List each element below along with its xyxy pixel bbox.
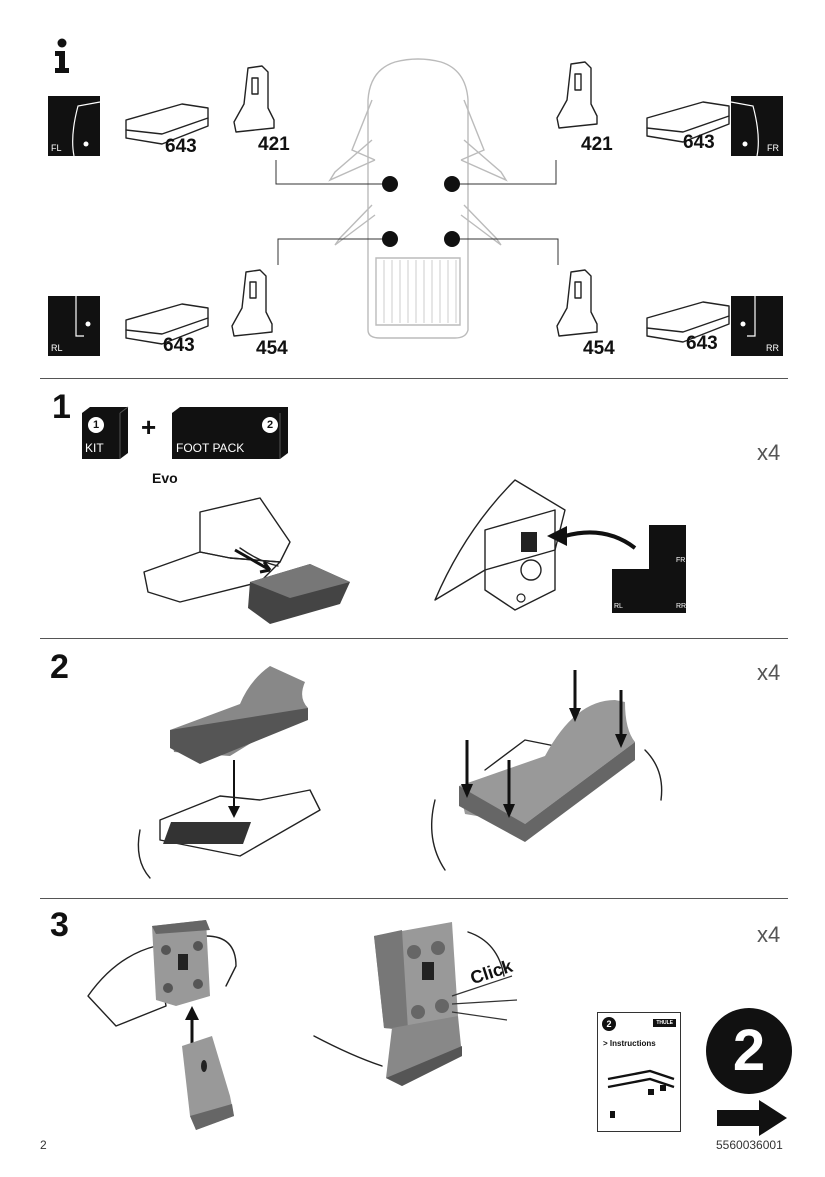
divider bbox=[40, 898, 788, 899]
next-step-badge: 2 bbox=[706, 1008, 792, 1094]
foot-rear-right-illustration bbox=[556, 269, 598, 337]
foot-front-right-illustration bbox=[556, 61, 598, 129]
pad-fl-illustration bbox=[125, 103, 209, 145]
booklet-roof-bars-icon bbox=[607, 1069, 675, 1095]
position-fl-label: FL bbox=[51, 143, 62, 153]
car-top-view-illustration bbox=[275, 58, 559, 339]
booklet-badge: 2 bbox=[602, 1017, 616, 1031]
part-number-pad-fr: 643 bbox=[683, 132, 715, 153]
kit-box-icon: 1 KIT bbox=[80, 405, 130, 459]
step-3-multiplier: x4 bbox=[757, 922, 781, 947]
divider bbox=[40, 378, 788, 379]
part-number-foot-front-left: 421 bbox=[258, 134, 290, 155]
step-1-position-grid: FR RL RR bbox=[612, 525, 686, 613]
instructions-booklet: 2 THULE > Instructions bbox=[597, 1012, 681, 1132]
position-fl-icon: FL bbox=[48, 96, 101, 157]
kit-label: KIT bbox=[85, 441, 104, 455]
foot-front-left-illustration bbox=[233, 65, 275, 133]
divider bbox=[40, 638, 788, 639]
position-rl-icon: RL bbox=[48, 296, 100, 356]
step-2-number: 2 bbox=[50, 648, 69, 686]
booklet-brand: THULE bbox=[653, 1019, 676, 1027]
step-1-foot-cover-illustration bbox=[143, 497, 350, 624]
plus-sign: + bbox=[141, 412, 157, 442]
step-2-pad-placement-illustration bbox=[137, 666, 321, 879]
document-number: 5560036001 bbox=[716, 1138, 783, 1152]
part-number-pad-rl: 643 bbox=[163, 335, 195, 356]
position-rr-label: RR bbox=[766, 343, 779, 353]
page-number: 2 bbox=[40, 1138, 47, 1152]
foot-pack-box-icon: 2 FOOT PACK bbox=[170, 405, 290, 459]
kit-badge: 1 bbox=[88, 417, 104, 433]
booklet-small-part-icon bbox=[610, 1111, 615, 1118]
step-3-foot-click-illustration bbox=[313, 922, 518, 1086]
step-1-position-rl: RL bbox=[614, 603, 623, 610]
part-number-foot-rear-left: 454 bbox=[256, 338, 288, 359]
part-number-pad-fl: 643 bbox=[165, 136, 197, 157]
foot-pack-label: FOOT PACK bbox=[176, 441, 245, 455]
step-1-multiplier: x4 bbox=[757, 440, 781, 465]
position-rr-icon: RR bbox=[731, 296, 783, 356]
step-1-foot-installed-illustration bbox=[434, 479, 637, 611]
step-1-position-rr: RR bbox=[676, 603, 687, 610]
position-fr-label: FR bbox=[767, 143, 779, 153]
step-2-pad-press-illustration bbox=[430, 670, 663, 871]
foot-pack-badge: 2 bbox=[262, 417, 278, 433]
position-rl-label: RL bbox=[51, 343, 63, 353]
step-1-position-fr: FR bbox=[676, 557, 686, 564]
next-arrow-icon bbox=[717, 1100, 787, 1136]
step-3-foot-insert-illustration bbox=[87, 920, 237, 1130]
pad-rr-illustration bbox=[646, 301, 730, 343]
step-3-number: 3 bbox=[50, 906, 69, 944]
foot-rear-left-illustration bbox=[231, 269, 273, 337]
step-1-number: 1 bbox=[52, 388, 71, 426]
pad-rl-illustration bbox=[125, 303, 209, 345]
position-fr-icon: FR bbox=[730, 96, 783, 157]
booklet-title: > Instructions bbox=[603, 1039, 656, 1048]
info-icon bbox=[52, 38, 72, 74]
part-number-foot-rear-right: 454 bbox=[583, 338, 615, 359]
part-number-pad-rr: 643 bbox=[686, 333, 718, 354]
evo-label: Evo bbox=[152, 470, 178, 486]
step-2-multiplier: x4 bbox=[757, 660, 781, 685]
part-number-foot-front-right: 421 bbox=[581, 134, 613, 155]
pad-fr-illustration bbox=[646, 101, 730, 143]
